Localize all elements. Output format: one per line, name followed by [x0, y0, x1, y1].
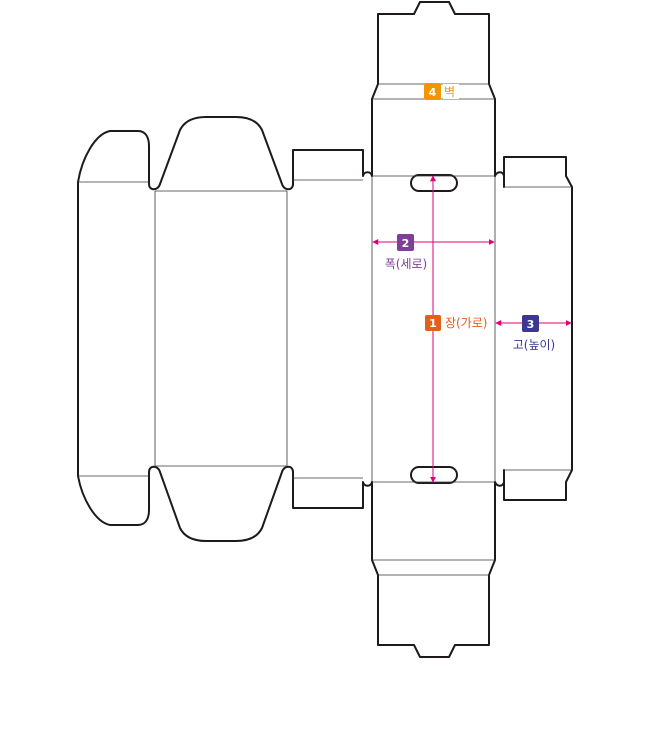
length-label-text: 장(가로) [445, 316, 487, 330]
wall-label: 4 벽 [424, 83, 459, 100]
wall-badge [424, 83, 441, 100]
length-badge [425, 315, 441, 331]
top-lid [371, 1, 496, 177]
length-label: 1 장(가로) [425, 314, 491, 332]
right-side-flap [494, 156, 573, 501]
third-panel-bottom-flap [292, 471, 373, 509]
width-badge-number: 2 [402, 237, 410, 250]
height-label-text: 고(높이) [513, 338, 555, 352]
wall-label-text: 벽 [444, 85, 455, 99]
width-badge [397, 234, 414, 251]
width-label-text: 폭(세로) [385, 257, 427, 271]
top-tuck-flap [159, 116, 294, 191]
height-label: 3 고(높이) [513, 315, 555, 352]
width-label: 2 폭(세로) [385, 234, 427, 271]
cut-lines [77, 1, 573, 658]
bottom-tuck-flap [159, 465, 294, 542]
left-bottom-dust-flap [77, 465, 161, 526]
top-thumb-slot [410, 174, 458, 192]
bottom-thumb-slot [410, 466, 458, 484]
left-top-dust-flap [77, 130, 161, 191]
length-badge-number: 1 [429, 317, 437, 330]
height-badge-number: 3 [527, 318, 535, 331]
height-badge [522, 315, 539, 332]
bottom-lid [371, 481, 496, 658]
wall-badge-number: 4 [429, 86, 437, 99]
fold-lines [78, 83, 572, 576]
third-panel-top-flap [292, 149, 373, 185]
